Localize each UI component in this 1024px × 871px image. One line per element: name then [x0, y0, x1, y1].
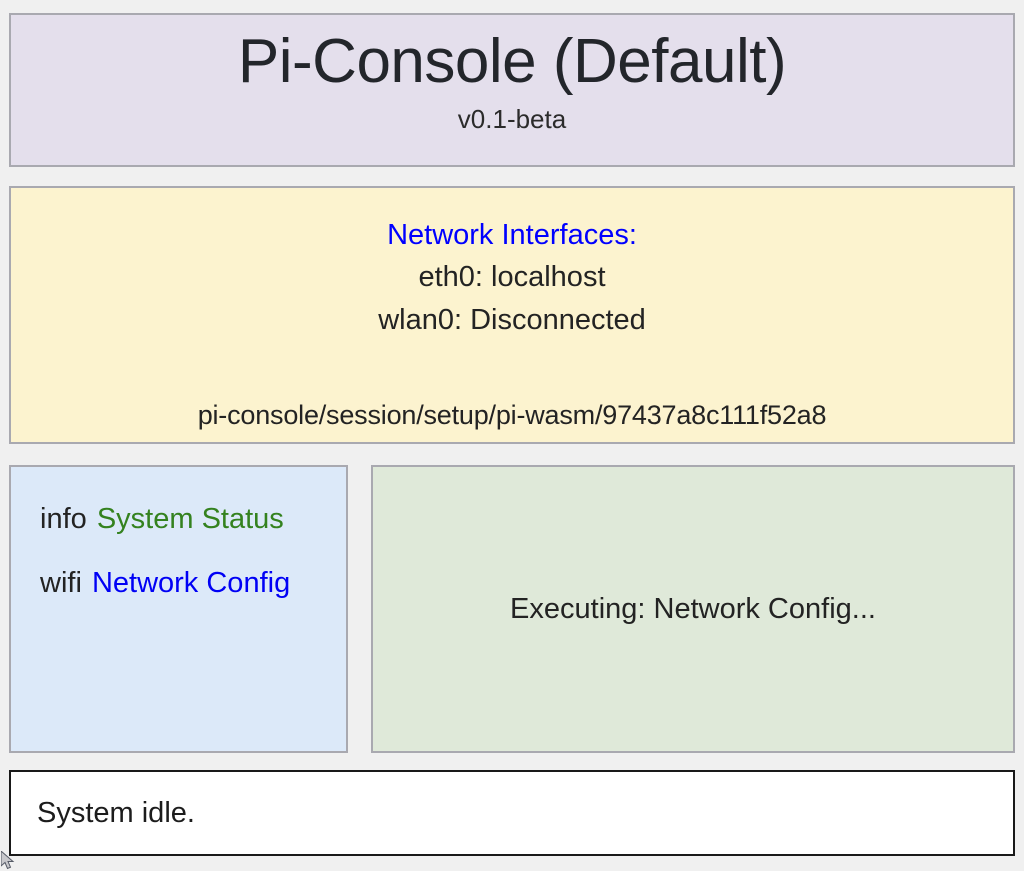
- main-content-row: info System Status wifi Network Config E…: [9, 465, 1015, 753]
- network-info-panel: Network Interfaces: eth0: localhost wlan…: [9, 186, 1015, 444]
- header-panel: Pi-Console (Default) v0.1-beta: [9, 13, 1015, 167]
- menu-item-label-system-status: System Status: [96, 503, 284, 535]
- execution-panel: Executing: Network Config...: [371, 465, 1015, 753]
- status-bar: System idle.: [9, 770, 1015, 856]
- info-icon: info: [40, 503, 87, 535]
- status-bar-text: System idle.: [37, 796, 195, 829]
- menu-item-system-status[interactable]: info System Status: [40, 501, 346, 539]
- execution-status-text: Executing: Network Config...: [510, 592, 876, 625]
- network-interface-wlan0: wlan0: Disconnected: [378, 303, 646, 336]
- menu-item-network-config[interactable]: wifi Network Config: [40, 565, 346, 603]
- wifi-icon: wifi: [40, 566, 82, 599]
- app-version-label: v0.1-beta: [457, 103, 567, 134]
- session-path-text: pi-console/session/setup/pi-wasm/97437a8…: [197, 399, 827, 430]
- network-interface-eth0: eth0: localhost: [418, 261, 606, 294]
- menu-panel: info System Status wifi Network Config: [9, 465, 348, 753]
- network-interfaces-heading: Network Interfaces:: [387, 219, 637, 251]
- page-title: Pi-Console (Default): [237, 27, 787, 96]
- menu-item-label-network-config: Network Config: [91, 566, 291, 599]
